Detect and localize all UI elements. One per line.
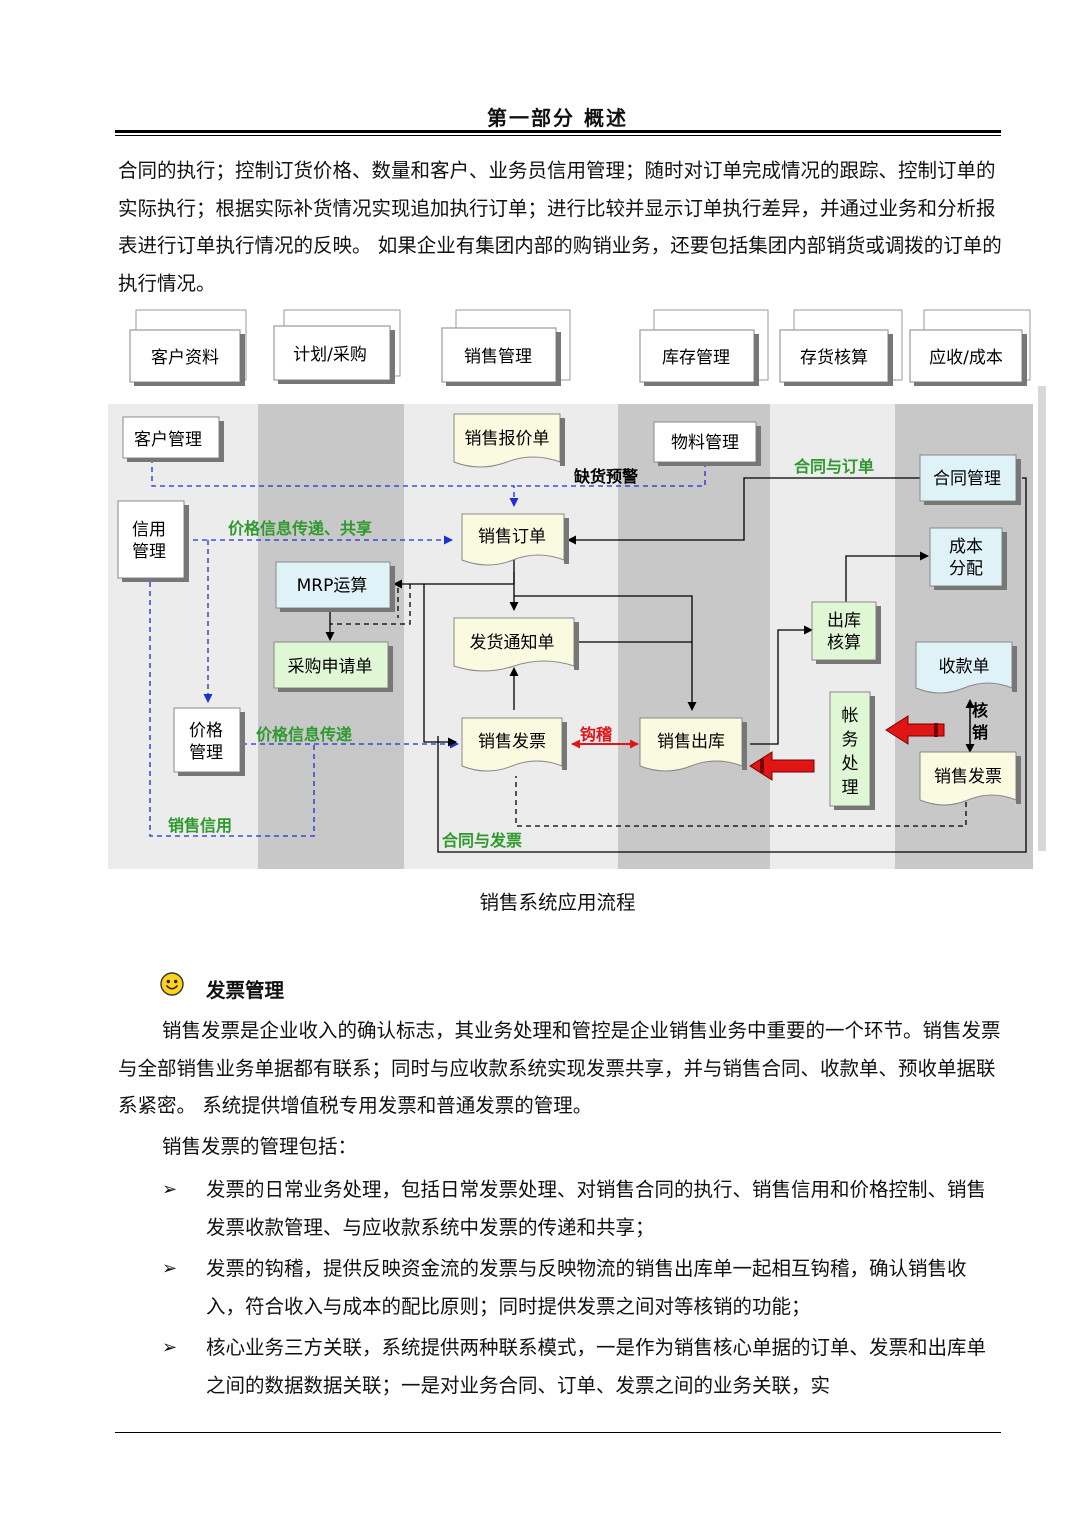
paragraph-includes: 销售发票的管理包括： xyxy=(162,1135,358,1158)
tab-receivable-label: 应收/成本 xyxy=(929,348,1003,368)
node-acct-char-1: 帐 xyxy=(842,706,859,726)
node-ar-invoice: 销售发票 xyxy=(919,751,1021,806)
node-delivery-notice-label: 发货通知单 xyxy=(470,633,555,653)
node-price-label-1: 价格 xyxy=(189,721,223,741)
label-price-pass: 价格信息传递 xyxy=(256,725,352,744)
node-mrp: MRP运算 xyxy=(275,561,395,612)
node-credit-label-2: 管理 xyxy=(132,542,166,562)
flow-contract-to-order xyxy=(567,477,920,545)
bullet-text: 发票的钩稽，提供反映资金流的发票与反映物流的销售出库单一起相互钩稽，确认销售收入… xyxy=(206,1257,967,1318)
node-mrp-label: MRP运算 xyxy=(297,576,368,596)
node-customer-mgmt: 客户管理 xyxy=(122,416,224,462)
node-customer-mgmt-label: 客户管理 xyxy=(134,430,202,450)
flow-outbound-to-acct xyxy=(750,625,813,745)
tab-planning: 计划/采购 xyxy=(273,309,401,384)
node-ar-invoice-label: 销售发票 xyxy=(934,767,1002,787)
node-outbound-acct-label-2: 核算 xyxy=(827,633,861,653)
label-sales-credit: 销售信用 xyxy=(168,816,232,835)
node-credit-label-1: 信用 xyxy=(132,520,166,540)
smiley-icon xyxy=(160,972,184,996)
flow-credit-sales-credit xyxy=(149,582,315,837)
header-rule-thick xyxy=(115,130,1001,133)
tab-sales: 销售管理 xyxy=(441,309,571,386)
tab-receivable: 应收/成本 xyxy=(909,309,1031,386)
node-purchase-request: 采购申请单 xyxy=(273,641,393,692)
bullet-item-2: ➢ 发票的钩稽，提供反映资金流的发票与反映物流的销售出库单一起相互钩稽，确认销售… xyxy=(162,1250,1002,1330)
bullet-item-1: ➢ 发票的日常业务处理，包括日常发票处理、对销售合同的执行、销售信用和价格控制、… xyxy=(162,1171,1002,1251)
node-quote: 销售报价单 xyxy=(453,413,565,468)
bullet-arrow-icon: ➢ xyxy=(162,1258,178,1279)
node-sales-order: 销售订单 xyxy=(461,513,569,566)
flow-contract-invoice-line xyxy=(437,477,1027,853)
bullet-arrow-icon: ➢ xyxy=(162,1179,178,1200)
label-contract-invoice: 合同与发票 xyxy=(442,831,522,850)
node-price-label-2: 管理 xyxy=(189,743,223,763)
red-arrow-left xyxy=(885,715,945,745)
flow-ar-to-invoice-dashed xyxy=(515,776,967,827)
node-receipt-label: 收款单 xyxy=(939,657,990,677)
tab-sales-label: 销售管理 xyxy=(464,347,532,367)
node-account-processing: 帐 务 处 理 xyxy=(829,691,875,810)
label-verify-1: 核 xyxy=(972,701,988,720)
node-outbound-accounting: 出库 核算 xyxy=(811,601,881,664)
node-acct-char-4: 理 xyxy=(842,778,859,798)
node-sales-outbound: 销售出库 xyxy=(639,717,747,772)
tab-customer: 客户资料 xyxy=(129,309,247,386)
page-header-title: 第一部分 概述 xyxy=(487,106,628,130)
flow-acct-to-cost xyxy=(845,551,929,602)
tab-inventory-label: 库存管理 xyxy=(662,348,730,368)
node-delivery-notice: 发货通知单 xyxy=(453,617,579,672)
node-price-mgmt: 价格 管理 xyxy=(173,707,245,776)
band-customer xyxy=(108,404,258,869)
label-price-share: 价格信息传递、共享 xyxy=(228,519,372,538)
bullet-text: 发票的日常业务处理，包括日常发票处理、对销售合同的执行、销售信用和价格控制、销售… xyxy=(206,1178,987,1239)
band-planning xyxy=(258,404,404,869)
label-match: 钩稽 xyxy=(580,725,612,744)
bullet-arrow-icon: ➢ xyxy=(162,1337,178,1358)
node-contract-mgmt: 合同管理 xyxy=(919,454,1021,505)
node-cost-allocation: 成本 分配 xyxy=(929,527,1007,590)
node-material-label: 物料管理 xyxy=(671,433,739,453)
label-shortage-warning: 缺货预警 xyxy=(574,467,638,486)
flow-customer-to-order xyxy=(151,458,519,507)
diagram-caption: 销售系统应用流程 xyxy=(479,891,636,914)
node-cost-label-1: 成本 xyxy=(949,537,983,557)
node-outbound-acct-label-1: 出库 xyxy=(827,611,861,631)
node-acct-char-3: 处 xyxy=(842,754,859,774)
node-contract-label: 合同管理 xyxy=(933,469,1001,489)
flow-mrp-dashed-1 xyxy=(330,584,411,625)
node-acct-char-2: 务 xyxy=(842,730,859,750)
node-sales-invoice: 销售发票 xyxy=(461,717,567,772)
tab-inventory: 库存管理 xyxy=(639,309,769,386)
sales-flow-diagram: 客户资料 计划/采购 销售管理 库存管理 存货核算 应收/成本 xyxy=(108,309,1046,869)
tab-customer-label: 客户资料 xyxy=(151,348,219,368)
node-quote-label: 销售报价单 xyxy=(465,429,550,449)
band-inventory xyxy=(618,404,770,869)
red-arrow-right xyxy=(749,751,815,781)
section-title: 发票管理 xyxy=(206,979,285,1002)
footer-rule xyxy=(115,1432,1001,1433)
diagram-edge xyxy=(1038,386,1046,851)
node-credit-mgmt: 信用 管理 xyxy=(117,500,189,582)
node-cost-label-2: 分配 xyxy=(949,559,983,579)
node-sales-outbound-label: 销售出库 xyxy=(657,732,725,752)
paragraph-invoice: 销售发票是企业收入的确认标志，其业务处理和管控是企业销售业务中重要的一个环节。销… xyxy=(118,1019,1001,1117)
bullet-item-3: ➢ 核心业务三方关联，系统提供两种联系模式，一是作为销售核心单据的订单、发票和出… xyxy=(162,1329,1002,1409)
tab-costing-label: 存货核算 xyxy=(800,348,868,368)
tab-planning-label: 计划/采购 xyxy=(293,345,367,365)
flow-order-to-outbound xyxy=(514,595,697,711)
label-contract-order: 合同与订单 xyxy=(794,457,874,476)
tab-costing: 存货核算 xyxy=(779,309,903,386)
bullet-text: 核心业务三方关联，系统提供两种联系模式，一是作为销售核心单据的订单、发票和出库单… xyxy=(206,1336,987,1397)
label-verify-2: 销 xyxy=(972,723,988,742)
node-receipt: 收款单 xyxy=(915,641,1017,694)
node-sales-order-label: 销售订单 xyxy=(478,527,546,547)
node-purchase-request-label: 采购申请单 xyxy=(288,657,373,677)
node-material: 物料管理 xyxy=(653,421,761,466)
intro-paragraph: 合同的执行；控制订货价格、数量和客户、业务员信用管理；随时对订单完成情况的跟踪、… xyxy=(118,159,1002,295)
node-sales-invoice-label: 销售发票 xyxy=(478,732,546,752)
header-rule-thin xyxy=(115,135,1001,136)
